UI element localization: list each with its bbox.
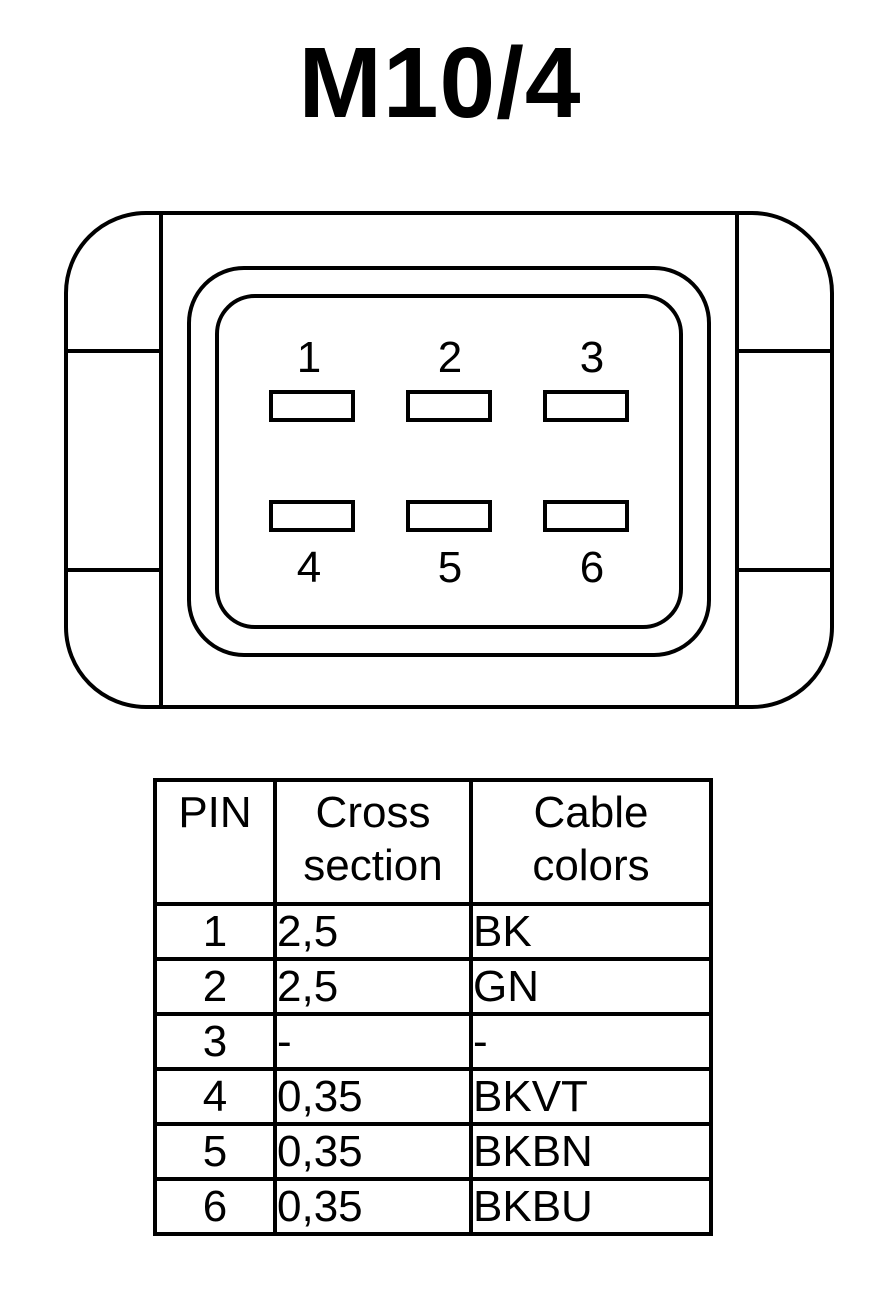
- table-row: 3 - -: [153, 1012, 713, 1071]
- cell-cable-color: BKVT: [469, 1067, 713, 1126]
- pin-contact-2: [406, 390, 492, 422]
- connector-title: M10/4: [298, 27, 582, 139]
- cell-cross-section: 2,5: [273, 957, 473, 1016]
- pin-label-6: 6: [580, 543, 604, 592]
- pin-label-4: 4: [297, 543, 321, 592]
- pin-contact-1: [269, 390, 355, 422]
- table-row: 4 0,35 BKVT: [153, 1067, 713, 1126]
- cell-cable-color: GN: [469, 957, 713, 1016]
- cell-pin: 3: [153, 1012, 277, 1071]
- cell-cable-color: BKBN: [469, 1122, 713, 1181]
- pin-contact-6: [543, 500, 629, 532]
- pin-contact-4: [269, 500, 355, 532]
- cell-cross-section: -: [273, 1012, 473, 1071]
- table-row: 5 0,35 BKBN: [153, 1122, 713, 1181]
- pin-label-5: 5: [438, 543, 462, 592]
- connector-housing-outline: [64, 211, 834, 709]
- pin-field-inner-frame: [215, 294, 683, 629]
- cell-cross-section: 0,35: [273, 1067, 473, 1126]
- pin-label-1: 1: [297, 333, 321, 382]
- table-row: 6 0,35 BKBU: [153, 1177, 713, 1236]
- table-row: 2 2,5 GN: [153, 957, 713, 1016]
- pin-contact-3: [543, 390, 629, 422]
- cell-cable-color: BKBU: [469, 1177, 713, 1236]
- cell-pin: 5: [153, 1122, 277, 1181]
- cell-pin: 1: [153, 902, 277, 961]
- cell-pin: 6: [153, 1177, 277, 1236]
- cell-cable-color: -: [469, 1012, 713, 1071]
- connector-diagram: 1 2 3 4 5 6: [64, 211, 834, 709]
- cell-cross-section: 0,35: [273, 1177, 473, 1236]
- pin-field-outer-frame: [187, 266, 711, 657]
- pin-label-3: 3: [580, 333, 604, 382]
- cell-cross-section: 0,35: [273, 1122, 473, 1181]
- cell-cable-color: BK: [469, 902, 713, 961]
- table-row: 1 2,5 BK: [153, 902, 713, 961]
- pin-contact-5: [406, 500, 492, 532]
- cell-pin: 2: [153, 957, 277, 1016]
- pin-label-2: 2: [438, 333, 462, 382]
- header-pin: PIN: [153, 778, 277, 906]
- cell-pin: 4: [153, 1067, 277, 1126]
- cell-cross-section: 2,5: [273, 902, 473, 961]
